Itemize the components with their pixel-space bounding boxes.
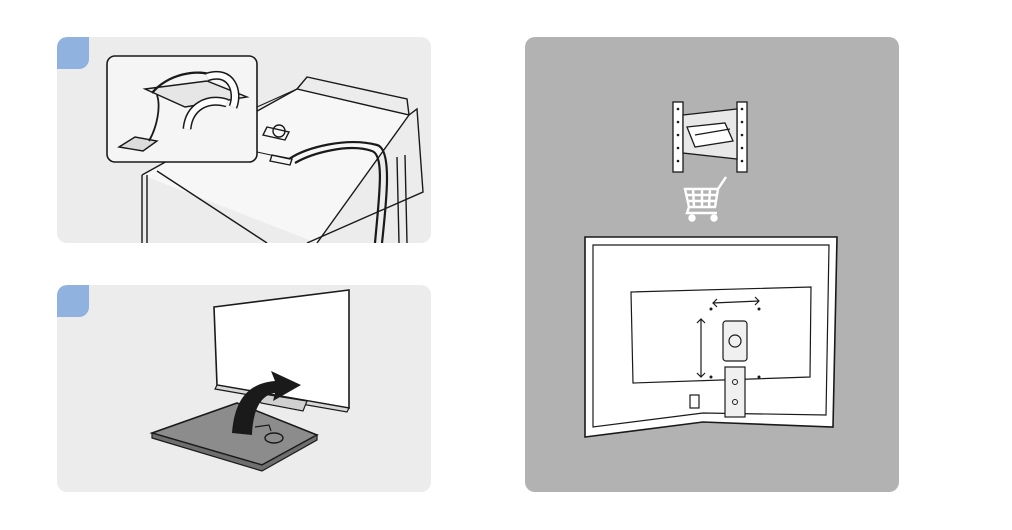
step-badge-1	[57, 37, 89, 69]
step-badge-2	[57, 285, 89, 317]
stand-removal-illustration	[57, 285, 431, 492]
monitor-back-icon	[585, 237, 837, 437]
stand-removal-panel	[57, 285, 431, 492]
wall-mount-panel	[525, 37, 899, 492]
cable-routing-panel	[57, 37, 431, 243]
cable-routing-illustration	[57, 37, 431, 243]
wall-mount-illustration	[525, 37, 899, 492]
